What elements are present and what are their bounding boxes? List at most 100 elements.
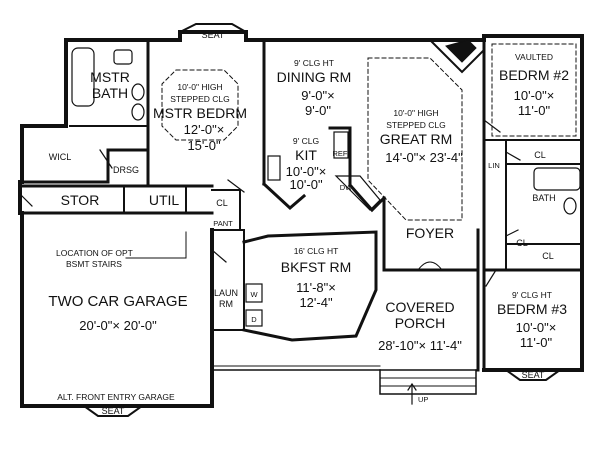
- dryer-label: D: [251, 315, 257, 324]
- dining-dim-2: 9'-0": [305, 103, 331, 118]
- laun-line-2: RM: [219, 299, 233, 309]
- seat-label-garage: SEAT: [102, 406, 125, 416]
- ceiling-outline: [491, 43, 577, 137]
- kit-dim-2: 10'-0": [289, 177, 323, 192]
- mstr-bedrm-dim-2: 15'-0": [187, 138, 221, 153]
- sink: [131, 83, 145, 101]
- kit-dims: 10'-0"×10'-0": [286, 164, 327, 192]
- mstr-bath-line-2: BATH: [92, 85, 128, 101]
- garage-name: TWO CAR GARAGE: [48, 293, 187, 310]
- ceiling-outline: [161, 69, 239, 141]
- great-note-1: 10'-0" HIGH: [393, 108, 438, 118]
- lin-label: LIN: [488, 161, 500, 170]
- cl-label: CL: [216, 198, 228, 208]
- great-dims: 14'-0"× 23'-4": [385, 150, 463, 165]
- pant-label: PANT: [213, 219, 233, 228]
- great-name: GREAT RM: [380, 131, 453, 147]
- bedrm2-dim-1: 10'-0"×: [514, 88, 555, 103]
- cl-hall-label: CL: [516, 238, 528, 248]
- washer: [245, 283, 263, 303]
- washer-label: W: [250, 290, 258, 299]
- bkfst-dims: 11'-8"×12'-4": [296, 280, 336, 310]
- bedrm3-dims: 10'-0"×11'-0": [516, 320, 557, 350]
- dw-label: DW: [340, 183, 353, 192]
- bsmt-pointer: [125, 231, 187, 259]
- cl-bedrm2-label: CL: [534, 150, 546, 160]
- bathtub: [533, 167, 581, 191]
- toilet: [563, 197, 577, 215]
- door-swing: [485, 269, 497, 287]
- porch-line-2: PORCH: [395, 315, 446, 331]
- up-arrow: [407, 382, 417, 405]
- bedrm3-name: BEDRM #3: [497, 301, 567, 317]
- foyer-label: FOYER: [406, 225, 454, 241]
- alt-entry-label: ALT. FRONT ENTRY GARAGE: [57, 392, 175, 402]
- great-note: 10'-0" HIGH STEPPED CLG: [386, 108, 446, 130]
- bsmt-line-2: BSMT STAIRS: [66, 259, 122, 269]
- door-swing: [417, 261, 443, 271]
- stor-label: STOR: [61, 192, 100, 208]
- mstr-bedrm-note: 10'-0" HIGH STEPPED CLG: [170, 82, 230, 104]
- range: [267, 155, 281, 181]
- door-swing: [483, 119, 501, 133]
- bkfst-dim-2: 12'-4": [299, 295, 333, 310]
- dining-name: DINING RM: [277, 69, 352, 85]
- door-swing: [505, 229, 519, 237]
- wall: [261, 181, 307, 211]
- seat-bay: [82, 404, 144, 417]
- dining-dim-1: 9'-0"×: [301, 88, 334, 103]
- bedrm2-dims: 10'-0"×11'-0": [514, 88, 555, 118]
- bedrm3-dim-2: 11'-0": [520, 335, 553, 350]
- drsg-label: DRSG: [113, 165, 139, 175]
- bath-label: BATH: [532, 193, 555, 203]
- bedrm3-dim-1: 10'-0"×: [516, 320, 557, 335]
- seat-bay: [504, 368, 562, 381]
- porch-steps: [379, 369, 477, 395]
- mstr-bedrm-note-2: STEPPED CLG: [170, 94, 230, 104]
- porch-dims: 28'-10"× 11'-4": [378, 338, 462, 353]
- bedrm2-dim-2: 11'-0": [518, 103, 551, 118]
- sink: [131, 103, 145, 121]
- bkfst-dim-1: 11'-8"×: [296, 280, 336, 295]
- mstr-bedrm-dim-1: 12'-0"×: [184, 122, 225, 137]
- bay-wall: [242, 230, 378, 342]
- door-swing: [99, 149, 113, 169]
- seat-bay: [178, 23, 248, 34]
- bkfst-name: BKFST RM: [281, 259, 352, 275]
- refrigerator: [333, 131, 349, 159]
- kit-note: 9' CLG: [293, 136, 319, 146]
- dining-dims: 9'-0"×9'-0": [301, 88, 334, 118]
- toilet: [113, 49, 133, 65]
- kit-name: KIT: [295, 147, 317, 163]
- bedrm3-note: 9' CLG HT: [512, 290, 552, 300]
- mstr-bedrm-note-1: 10'-0" HIGH: [177, 82, 222, 92]
- fireplace-hearth: [445, 39, 477, 63]
- exterior-wall: [64, 30, 486, 42]
- cl-bedrm3-label: CL: [542, 251, 554, 261]
- great-note-2: STEPPED CLG: [386, 120, 446, 130]
- up-label: UP: [418, 395, 428, 404]
- wall: [328, 126, 387, 213]
- kitchen-island: [334, 175, 381, 211]
- bathtub: [71, 47, 95, 107]
- wicl-label: WICL: [49, 152, 72, 162]
- ref-label: REF: [333, 149, 348, 158]
- walls: [18, 23, 584, 417]
- util-label: UTIL: [149, 192, 180, 208]
- porch-steps: [379, 377, 477, 387]
- laun-line-1: LAUN: [214, 288, 238, 298]
- mstr-bath-line-1: MSTR: [90, 69, 130, 85]
- door-swing: [227, 179, 245, 193]
- bsmt-line-1: LOCATION OF OPT: [56, 248, 133, 258]
- bedrm2-name: BEDRM #2: [499, 67, 569, 83]
- bkfst-note: 16' CLG HT: [294, 246, 339, 256]
- dining-note: 9' CLG HT: [294, 58, 334, 68]
- mstr-bedrm-name: MSTR BEDRM: [153, 105, 247, 121]
- seat-label-bedrm3: SEAT: [522, 370, 545, 380]
- garage-dims: 20'-0"× 20'-0": [79, 318, 157, 333]
